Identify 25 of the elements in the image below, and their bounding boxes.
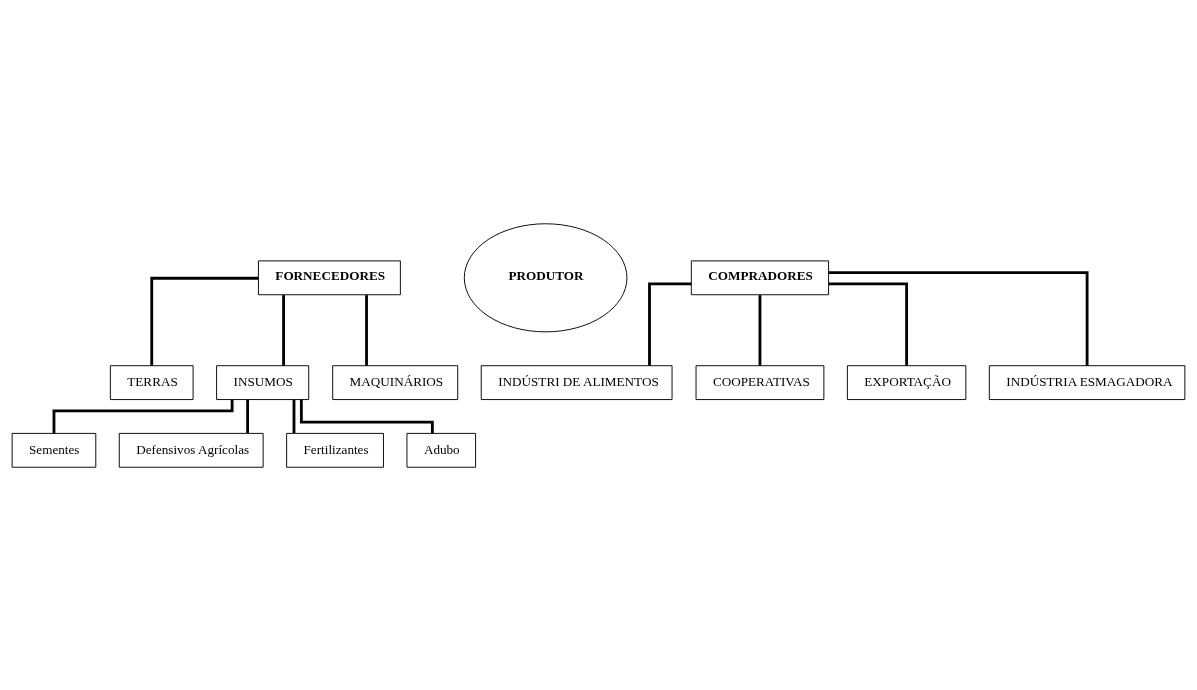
node-box: EXPORTAÇÃO [846, 364, 967, 400]
node-box: Fertilizantes [286, 432, 384, 468]
connector [829, 282, 908, 365]
connector [52, 399, 234, 433]
node-box: Sementes [11, 432, 97, 468]
connector [828, 270, 1089, 366]
node-box: MAQUINÁRIOS [332, 364, 459, 400]
node-box: INDÚSTRI DE ALIMENTOS [480, 364, 673, 400]
connector [758, 294, 762, 366]
node-box: INSUMOS [216, 364, 310, 400]
node-box: Defensivos Agrícolas [118, 432, 264, 468]
connector [150, 276, 259, 365]
node-box: Adubo [406, 432, 477, 468]
connector [299, 399, 434, 433]
connector [292, 399, 296, 433]
node-box: FORNECEDORES [257, 259, 401, 295]
connector [282, 294, 285, 366]
connector [648, 282, 692, 365]
connector [365, 294, 368, 366]
node-box: COMPRADORES [690, 259, 830, 295]
connector [246, 399, 250, 433]
node-box: COOPERATIVAS [695, 364, 825, 400]
node-ellipse: PRODUTOR [463, 222, 628, 332]
node-box: INDÚSTRIA ESMAGADORA [988, 364, 1186, 400]
node-box: TERRAS [109, 364, 194, 400]
